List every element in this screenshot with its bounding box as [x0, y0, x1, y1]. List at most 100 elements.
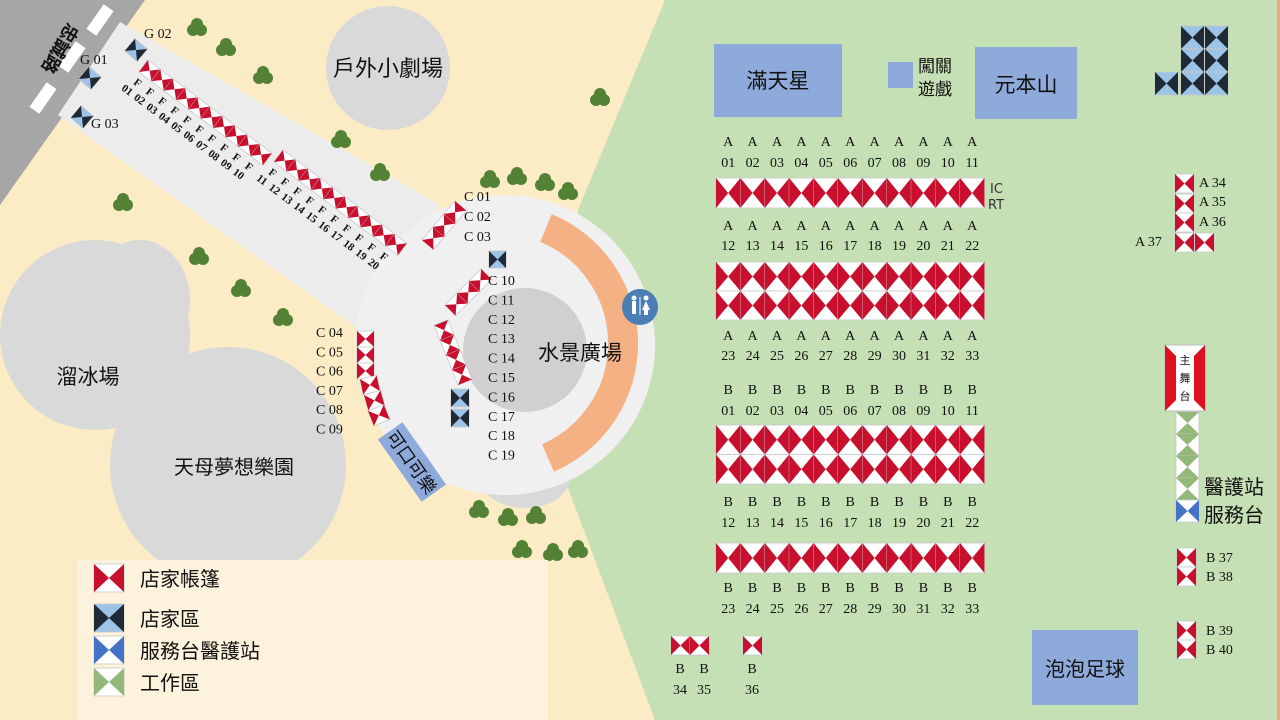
main-stage[interactable]: 主 舞 台	[1164, 344, 1206, 412]
vendor-booth-cluster[interactable]	[1180, 71, 1205, 96]
tent-booth-c-left[interactable]	[363, 389, 386, 411]
tent-booth-c-inner[interactable]	[444, 292, 469, 317]
tent-booth-b-28[interactable]	[837, 542, 863, 574]
vendor-booth-cluster[interactable]	[1180, 48, 1205, 73]
work-area-tile[interactable]	[1175, 477, 1200, 501]
tent-booth-a-31[interactable]	[910, 290, 937, 321]
tent-booth-a-09[interactable]	[910, 177, 937, 209]
work-area-tile[interactable]	[1175, 411, 1200, 435]
tent-booth-a-06[interactable]	[837, 177, 863, 209]
tent-booth-a-25[interactable]	[764, 290, 790, 321]
tent-booth-a-15[interactable]	[788, 261, 815, 292]
tent-booth-b-18[interactable]	[862, 454, 888, 485]
tent-booth-a-22[interactable]	[959, 261, 985, 292]
tent-booth-b-19[interactable]	[886, 454, 912, 485]
tent-booth-b-06[interactable]	[837, 424, 863, 455]
tent-booth-b-14[interactable]	[764, 454, 790, 485]
tent-booth-b34[interactable]	[670, 635, 691, 656]
vendor-booth-cluster[interactable]	[1204, 48, 1229, 73]
tent-booth-b-side[interactable]	[1176, 639, 1197, 660]
tent-booth-c-inner[interactable]	[445, 349, 467, 371]
tent-booth-a-07[interactable]	[862, 177, 888, 209]
tent-booth-a-side[interactable]	[1174, 193, 1195, 214]
tent-booth-c-left[interactable]	[356, 346, 375, 364]
tent-booth-b-08[interactable]	[886, 424, 912, 455]
tent-booth-f13[interactable]	[298, 168, 321, 191]
work-area-tile[interactable]	[1175, 433, 1200, 457]
tent-booth-b-12[interactable]	[715, 454, 741, 485]
tent-booth-b-25[interactable]	[764, 542, 790, 574]
tent-booth-b-32[interactable]	[935, 542, 961, 574]
tent-booth-a-32[interactable]	[935, 290, 961, 321]
tent-booth-b-15[interactable]	[788, 454, 815, 485]
tent-booth-a-18[interactable]	[862, 261, 888, 292]
tent-booth-a-23[interactable]	[715, 290, 741, 321]
tent-booth-f18[interactable]	[360, 214, 383, 238]
tent-booth-c-left[interactable]	[356, 330, 375, 348]
tent-booth-b-30[interactable]	[886, 542, 912, 574]
tent-booth-b-33[interactable]	[959, 542, 985, 574]
tent-booth-a-side[interactable]	[1174, 232, 1195, 253]
tent-booth-a-24[interactable]	[740, 290, 766, 321]
tent-booth-c-inner[interactable]	[451, 363, 473, 386]
tent-booth-a-33[interactable]	[959, 290, 985, 321]
tent-booth-b-05[interactable]	[813, 424, 839, 455]
tent-booth-b-20[interactable]	[910, 454, 937, 485]
tent-booth-b-01[interactable]	[715, 424, 741, 455]
tent-booth-c-left[interactable]	[356, 362, 375, 380]
tent-booth-b-21[interactable]	[935, 454, 961, 485]
tent-booth-a-08[interactable]	[886, 177, 912, 209]
vendor-booth-c[interactable]	[450, 388, 470, 408]
tent-booth-a-12[interactable]	[715, 261, 741, 292]
service-medical-station[interactable]	[1175, 499, 1200, 523]
vendor-booth-g2[interactable]	[124, 38, 148, 62]
tent-booth-b-23[interactable]	[715, 542, 741, 574]
tent-booth-b-13[interactable]	[740, 454, 766, 485]
tent-booth-c-left[interactable]	[367, 404, 391, 427]
tent-booth-b-10[interactable]	[935, 424, 961, 455]
tent-booth-b-03[interactable]	[764, 424, 790, 455]
tent-booth-a-26[interactable]	[788, 290, 815, 321]
work-area-tile[interactable]	[1175, 455, 1200, 479]
tent-booth-c-top[interactable]	[443, 200, 467, 225]
tent-booth-a-21[interactable]	[935, 261, 961, 292]
tent-booth-b35[interactable]	[689, 635, 710, 656]
vendor-booth-cluster[interactable]	[1204, 25, 1229, 50]
tent-booth-c-inner[interactable]	[468, 268, 493, 293]
tent-booth-a-13[interactable]	[740, 261, 766, 292]
tent-booth-a-17[interactable]	[837, 261, 863, 292]
tent-booth-a-29[interactable]	[862, 290, 888, 321]
tent-booth-a-20[interactable]	[910, 261, 937, 292]
tent-booth-a37b[interactable]	[1194, 232, 1215, 253]
tent-booth-f20[interactable]	[384, 233, 408, 256]
tent-booth-a-side[interactable]	[1174, 173, 1195, 194]
vendor-booth-cluster[interactable]	[1154, 71, 1179, 96]
tent-booth-a-05[interactable]	[813, 177, 839, 209]
tent-booth-a-01[interactable]	[715, 177, 741, 209]
tent-booth-b-09[interactable]	[910, 424, 937, 455]
tent-booth-a-10[interactable]	[935, 177, 961, 209]
tent-booth-b-26[interactable]	[788, 542, 815, 574]
vendor-booth-c[interactable]	[488, 250, 507, 269]
tent-booth-b-side[interactable]	[1176, 566, 1197, 587]
tent-booth-b-side[interactable]	[1176, 620, 1197, 641]
tent-booth-a-11[interactable]	[959, 177, 985, 209]
tent-booth-a-02[interactable]	[740, 177, 766, 209]
tent-booth-b-29[interactable]	[862, 542, 888, 574]
tent-booth-b-side[interactable]	[1176, 547, 1197, 568]
tent-booth-b-31[interactable]	[910, 542, 937, 574]
restroom-icon[interactable]	[622, 289, 658, 325]
tent-booth-f10[interactable]	[249, 143, 273, 166]
tent-booth-a-03[interactable]	[764, 177, 790, 209]
tent-booth-a-side[interactable]	[1174, 212, 1195, 233]
vendor-booth-cluster[interactable]	[1204, 71, 1229, 96]
vendor-booth-cluster[interactable]	[1180, 25, 1205, 50]
tent-booth-b-11[interactable]	[959, 424, 985, 455]
tent-booth-a-28[interactable]	[837, 290, 863, 321]
tent-booth-f15[interactable]	[322, 186, 346, 210]
tent-booth-b-04[interactable]	[788, 424, 815, 455]
tent-booth-a-16[interactable]	[813, 261, 839, 292]
tent-booth-a-30[interactable]	[886, 290, 912, 321]
tent-booth-b-07[interactable]	[862, 424, 888, 455]
tent-booth-b-17[interactable]	[837, 454, 863, 485]
